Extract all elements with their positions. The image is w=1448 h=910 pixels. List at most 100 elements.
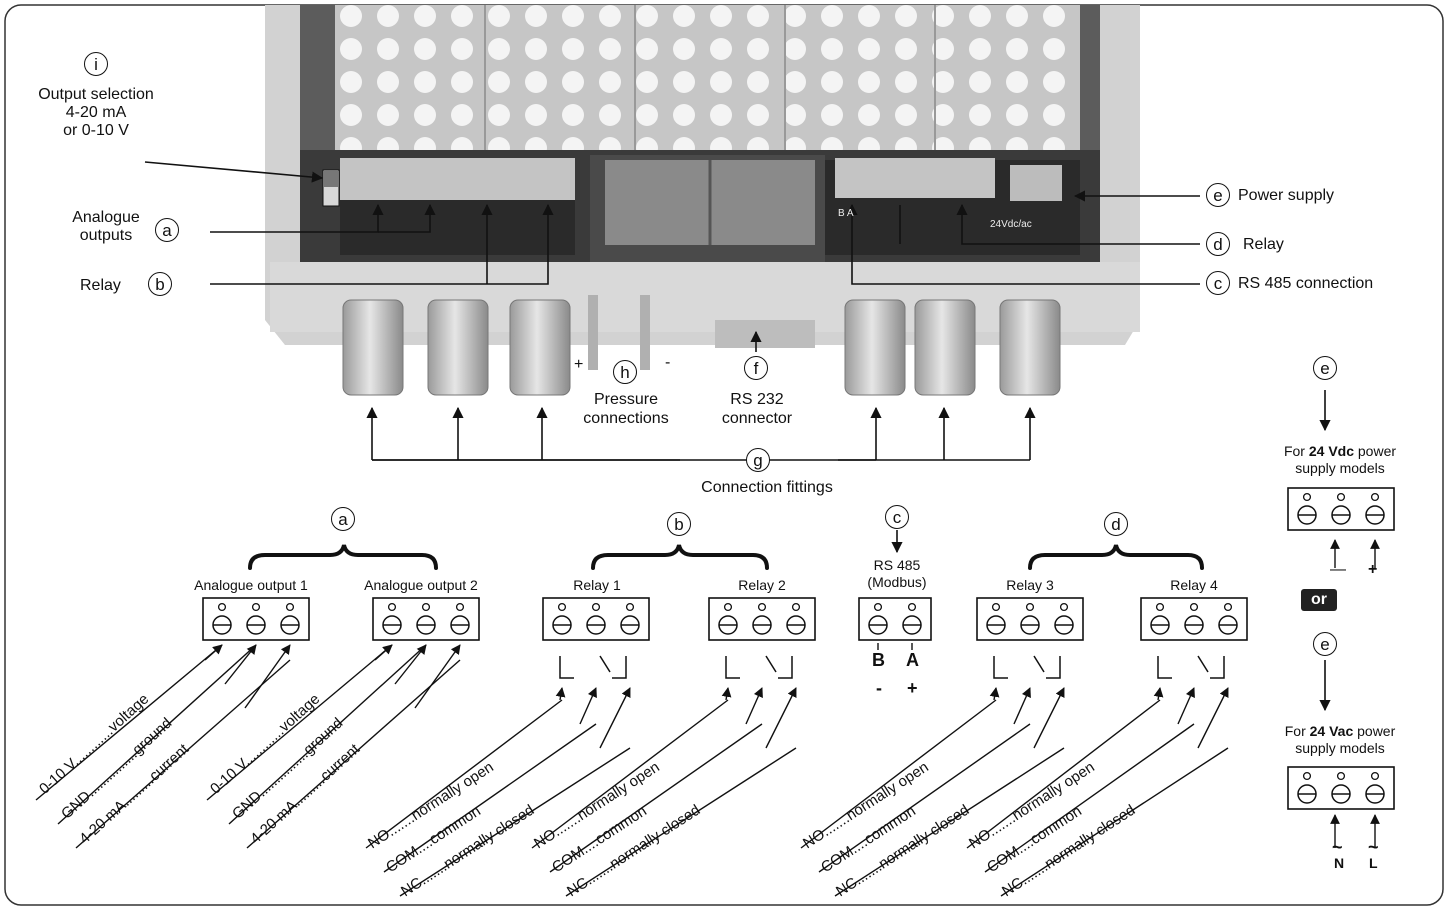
ac-title-post: power bbox=[1353, 723, 1396, 739]
terminal-screw bbox=[1365, 505, 1385, 525]
terminal-screw bbox=[280, 615, 300, 635]
pressure-connections-label: Pressure connections bbox=[583, 390, 668, 428]
terminal-screw bbox=[586, 615, 606, 635]
terminal-screw bbox=[552, 615, 572, 635]
cable-gland bbox=[427, 299, 489, 396]
rs232-connector-label: RS 232 connector bbox=[722, 390, 792, 428]
brace-analogue bbox=[248, 544, 438, 570]
brace-relay-1-2 bbox=[591, 544, 769, 570]
dc-title-bold: 24 Vdc bbox=[1308, 443, 1354, 459]
terminal-screw bbox=[1150, 615, 1170, 635]
label-baseline bbox=[206, 644, 393, 801]
terminal-hole bbox=[591, 602, 601, 612]
output-selection-label: Output selection 4-20 mA or 0-10 V bbox=[38, 86, 154, 140]
terminal-screw bbox=[1297, 784, 1317, 804]
terminal-block-relay4 bbox=[1140, 597, 1248, 641]
terminal-hole bbox=[1302, 492, 1312, 502]
terminal-hole bbox=[723, 602, 733, 612]
analogue-outputs-label: Analogue outputs bbox=[72, 209, 140, 245]
output-selection-line-3: or 0-10 V bbox=[63, 122, 129, 139]
relay-4-title: Relay 4 bbox=[1170, 577, 1218, 593]
terminal-screw bbox=[620, 615, 640, 635]
terminal-hole bbox=[1025, 602, 1035, 612]
terminal-screw bbox=[212, 615, 232, 635]
wiring-leader bbox=[414, 644, 461, 709]
dc-minus: — bbox=[1330, 561, 1346, 578]
callout-e-dc: e bbox=[1313, 356, 1337, 380]
connection-fittings-label: Connection fittings bbox=[701, 479, 833, 496]
wiring-leader bbox=[579, 687, 597, 725]
label-baseline bbox=[531, 699, 729, 849]
analogue-output-2-title: Analogue output 2 bbox=[364, 577, 478, 593]
terminal-screw bbox=[1218, 615, 1238, 635]
wiring-leader bbox=[1033, 687, 1065, 749]
terminal-screw bbox=[246, 615, 266, 635]
terminal-hole bbox=[217, 602, 227, 612]
pressure-port-plus bbox=[588, 295, 598, 370]
relay-left-label: Relay bbox=[80, 277, 121, 294]
relay-3-title: Relay 3 bbox=[1006, 577, 1054, 593]
terminal-screw bbox=[1297, 505, 1317, 525]
rs232-line-1: RS 232 bbox=[730, 391, 784, 408]
terminal-screw bbox=[868, 615, 888, 635]
terminal-screw bbox=[1331, 505, 1351, 525]
terminal-hole bbox=[1189, 602, 1199, 612]
label-baseline bbox=[75, 659, 291, 849]
label-baseline bbox=[549, 723, 763, 873]
relay-1-title: Relay 1 bbox=[573, 577, 621, 593]
rs485-minus: - bbox=[876, 678, 882, 698]
right-terminal-strip bbox=[835, 158, 995, 198]
terminal-block-ac-power bbox=[1287, 766, 1395, 810]
cable-gland bbox=[844, 299, 906, 396]
wiring-leader bbox=[989, 687, 1000, 701]
terminal-screw bbox=[786, 615, 806, 635]
terminal-hole bbox=[991, 602, 1001, 612]
terminal-screw bbox=[1331, 784, 1351, 804]
terminal-screw bbox=[1184, 615, 1204, 635]
cable-gland bbox=[342, 299, 404, 396]
wiring-leader bbox=[394, 644, 427, 685]
callout-d-photo: d bbox=[1206, 232, 1230, 256]
callout-c-photo: c bbox=[1206, 271, 1230, 295]
wiring-leader bbox=[765, 687, 797, 749]
label-baseline bbox=[1000, 747, 1229, 897]
label-baseline bbox=[383, 723, 597, 873]
rs485-pin-b: B bbox=[872, 650, 885, 670]
relay-contact-symbol bbox=[993, 655, 1061, 679]
terminal-hole bbox=[791, 602, 801, 612]
cable-gland bbox=[999, 299, 1061, 396]
terminal-screw bbox=[382, 615, 402, 635]
terminal-hole bbox=[1370, 771, 1380, 781]
analogue-outputs-line-2: outputs bbox=[79, 227, 133, 244]
label-baseline bbox=[818, 723, 1031, 873]
terminal-screw bbox=[1365, 784, 1385, 804]
ac-title-line-1: For 24 Vac power bbox=[1285, 723, 1396, 740]
pressure-connections-line-2: connections bbox=[583, 410, 669, 427]
wiring-leader bbox=[599, 687, 631, 749]
callout-f: f bbox=[744, 356, 768, 380]
terminal-hole bbox=[285, 602, 295, 612]
pressure-plus-sign: + bbox=[574, 356, 584, 373]
or-badge: or bbox=[1301, 589, 1337, 611]
relay-2-title: Relay 2 bbox=[738, 577, 786, 593]
relay-contact-symbol bbox=[559, 655, 627, 679]
output-selection-line-1: Output selection bbox=[38, 86, 154, 103]
terminal-screw bbox=[1054, 615, 1074, 635]
terminal-screw bbox=[718, 615, 738, 635]
pressure-connections-line-1: Pressure bbox=[593, 391, 659, 408]
wiring-leader bbox=[721, 687, 732, 701]
wiring-leader bbox=[1177, 687, 1195, 725]
wiring-leader bbox=[1153, 687, 1164, 701]
terminal-hole bbox=[421, 602, 431, 612]
cable-gland bbox=[509, 299, 571, 396]
label-baseline bbox=[800, 699, 997, 849]
power-supply-label: Power supply bbox=[1238, 187, 1335, 204]
analogue-outputs-line-1: Analogue bbox=[72, 209, 140, 226]
label-baseline bbox=[834, 747, 1065, 897]
ac-title-pre: For bbox=[1284, 723, 1310, 739]
terminal-hole bbox=[251, 602, 261, 612]
pcb-ba-marking: B A bbox=[838, 208, 854, 219]
terminal-hole bbox=[907, 602, 917, 612]
terminal-block-relay1 bbox=[542, 597, 650, 641]
